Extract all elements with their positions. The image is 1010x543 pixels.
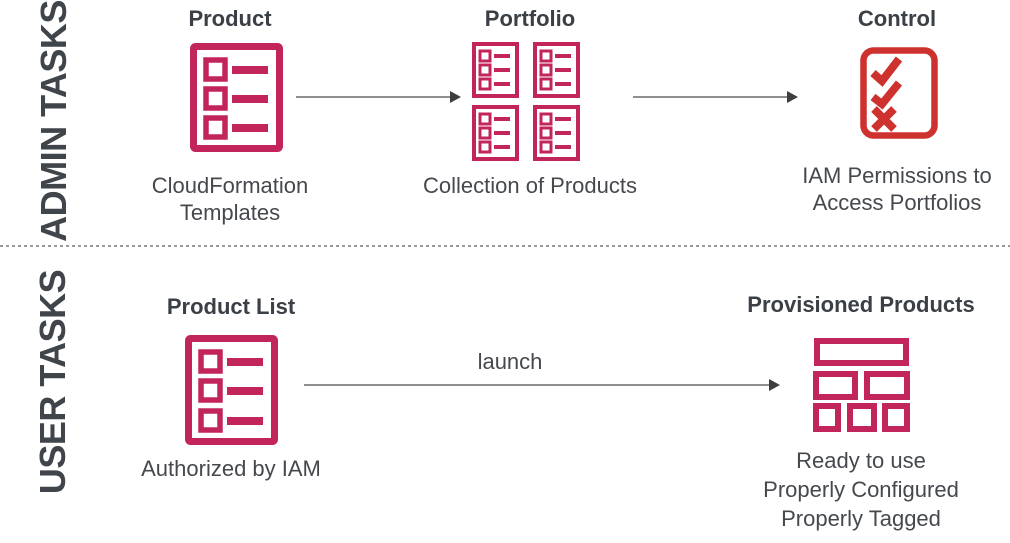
- caption-line: Ready to use: [796, 448, 926, 473]
- provisioned-products-caption: Ready to use Properly Configured Properl…: [731, 446, 991, 533]
- arrow-product-to-portfolio: [296, 91, 461, 103]
- mini-product-icon: [533, 42, 580, 98]
- caption-line: Properly Tagged: [781, 506, 941, 531]
- admin-tasks-label: ADMIN TASKS: [33, 0, 74, 242]
- caption-line: Collection of Products: [423, 173, 637, 198]
- stacked-blocks-icon: [813, 338, 910, 432]
- caption-line: CloudFormation: [151, 173, 309, 198]
- user-tasks-label: USER TASKS: [32, 269, 73, 495]
- product-list-title: Product List: [166, 294, 296, 319]
- caption-line: Templates: [179, 200, 281, 225]
- caption-line: Properly Configured: [763, 477, 959, 502]
- product-list-icon: [185, 335, 278, 445]
- arrow-portfolio-to-control: [633, 91, 798, 103]
- launch-arrow-label: launch: [477, 349, 543, 374]
- product-list-caption: Authorized by IAM: [111, 455, 351, 482]
- control-caption: IAM Permissions to Access Portfolios: [777, 162, 1010, 216]
- mini-product-icon: [472, 105, 519, 161]
- portfolio-grid-icon: [472, 42, 580, 161]
- product-title: Product: [188, 6, 272, 31]
- caption-line: Access Portfolios: [812, 190, 982, 215]
- arrow-launch: [304, 379, 780, 391]
- checklist-check-x-icon: [860, 47, 938, 139]
- caption-line: IAM Permissions to: [802, 163, 992, 188]
- portfolio-title: Portfolio: [484, 6, 576, 31]
- portfolio-caption: Collection of Products: [410, 172, 650, 199]
- product-list-icon: [190, 43, 283, 152]
- caption-line: Authorized by IAM: [141, 456, 321, 481]
- section-divider: [0, 245, 1010, 247]
- mini-product-icon: [472, 42, 519, 98]
- product-caption: CloudFormation Templates: [110, 172, 350, 226]
- mini-product-icon: [533, 105, 580, 161]
- provisioned-products-title: Provisioned Products: [747, 292, 975, 317]
- arrowhead-icon: [769, 379, 780, 391]
- arrowhead-icon: [787, 91, 798, 103]
- arrowhead-icon: [450, 91, 461, 103]
- control-title: Control: [857, 6, 937, 31]
